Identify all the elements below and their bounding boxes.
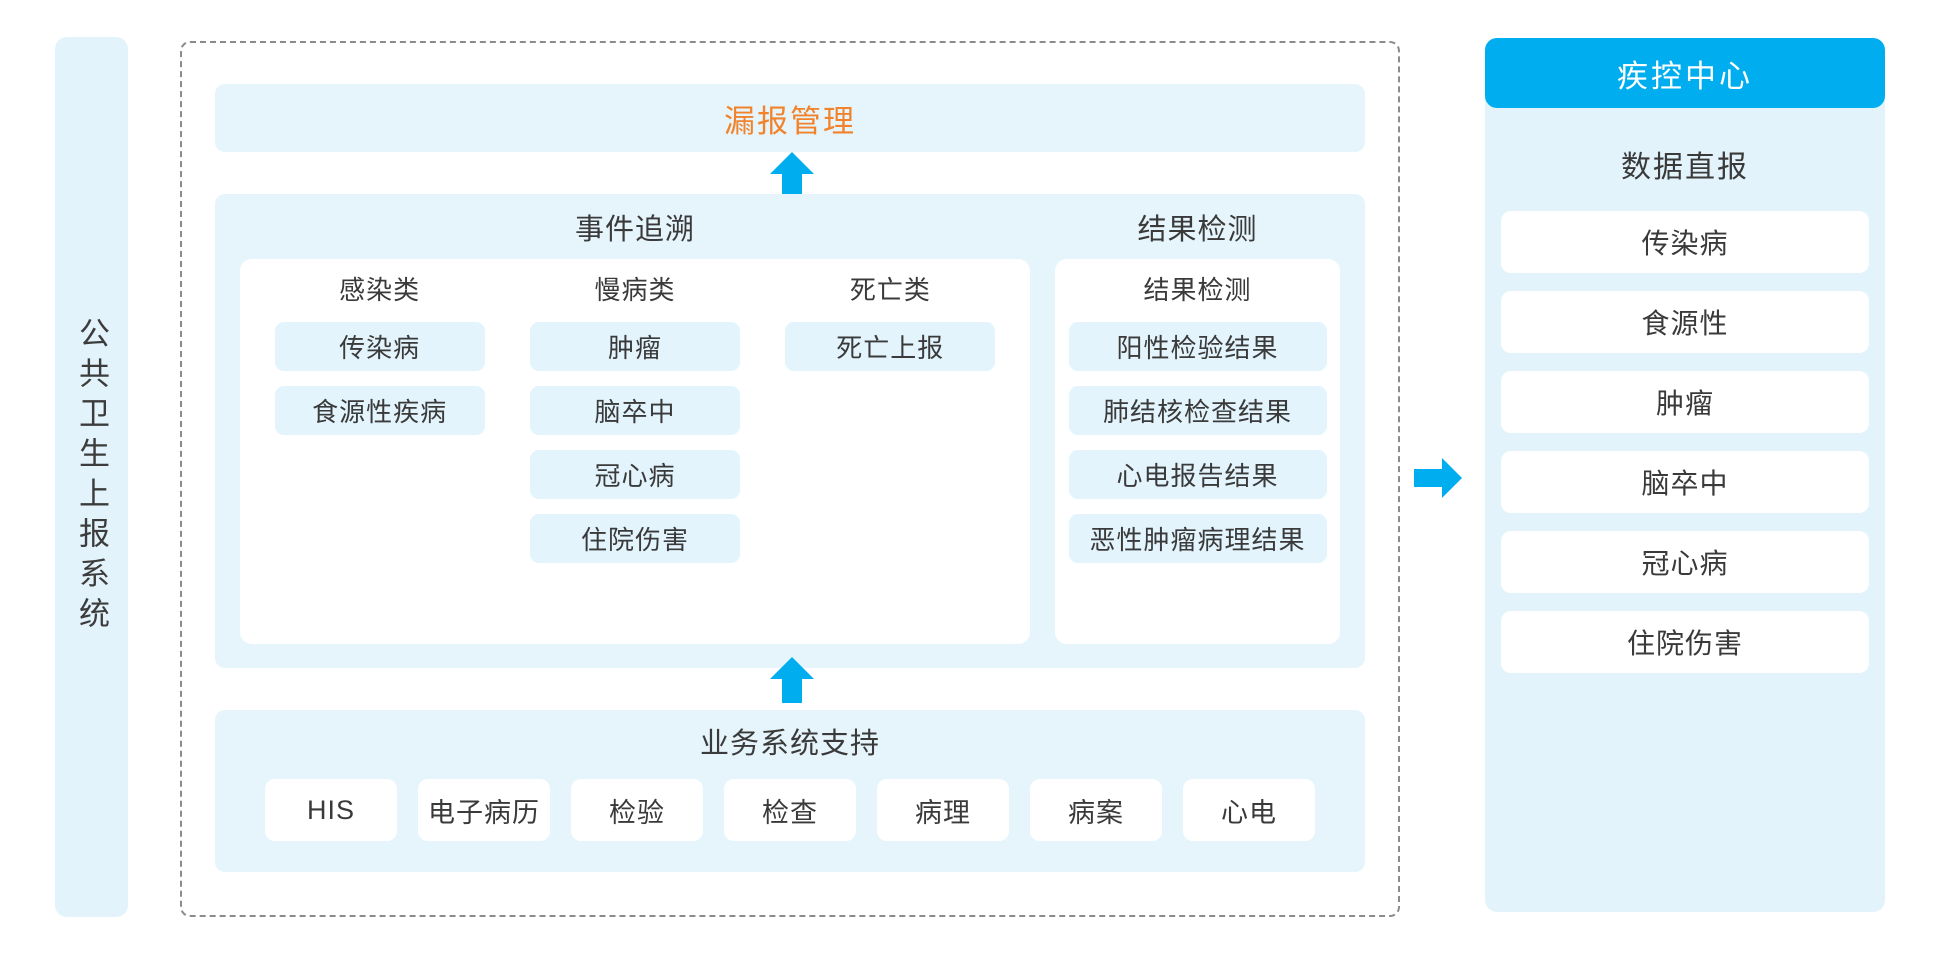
result-detection-title: 结果检测 <box>1137 214 1258 246</box>
chip-inpatient-injury[interactable]: 住院伤害 <box>529 514 740 563</box>
cdc-item-infectious-disease[interactable]: 传染病 <box>1501 211 1869 273</box>
system-chip-emr[interactable]: 电子病历 <box>418 779 550 841</box>
business-system-support-band: 业务系统支持 HIS 电子病历 检验 检查 病理 病案 心电 <box>215 710 1365 872</box>
result-detection-column-title: 结果检测 <box>1143 275 1252 305</box>
column-infection-title: 感染类 <box>339 275 421 305</box>
system-chip-pathology[interactable]: 病理 <box>877 779 1009 841</box>
arrow-right-to-cdc-icon <box>1412 456 1464 500</box>
column-death-title: 死亡类 <box>849 275 931 305</box>
column-infection: 感染类 传染病 食源性疾病 <box>252 277 507 632</box>
system-chip-medical-record[interactable]: 病案 <box>1030 779 1162 841</box>
arrow-up-to-missing-report-icon <box>768 150 816 198</box>
system-chip-ecg[interactable]: 心电 <box>1183 779 1315 841</box>
chip-ecg-report-result[interactable]: 心电报告结果 <box>1068 450 1327 499</box>
chip-infectious-disease[interactable]: 传染病 <box>274 322 485 371</box>
chip-death-report[interactable]: 死亡上报 <box>785 322 996 371</box>
chip-tuberculosis-exam-result[interactable]: 肺结核检查结果 <box>1068 386 1327 435</box>
cdc-panel-subtitle: 数据直报 <box>1621 151 1749 184</box>
hospital-scope-dashed-boundary <box>180 41 1400 917</box>
left-system-label: 公共卫生上报系统 <box>74 317 109 637</box>
column-death: 死亡类 死亡上报 <box>763 277 1018 632</box>
cdc-panel-header: 疾控中心 <box>1485 38 1885 108</box>
cdc-item-inpatient-injury[interactable]: 住院伤害 <box>1501 611 1869 673</box>
cdc-panel: 疾控中心 数据直报 传染病 食源性 肿瘤 脑卒中 冠心病 住院伤害 <box>1485 38 1885 912</box>
arrow-up-to-capabilities-icon <box>768 655 816 703</box>
middle-capabilities-band: 事件追溯 感染类 传染病 食源性疾病 慢病类 肿瘤 脑卒中 冠心病 住院伤害 <box>215 194 1365 668</box>
chip-positive-lab-result[interactable]: 阳性检验结果 <box>1068 322 1327 371</box>
left-system-panel: 公共卫生上报系统 <box>55 37 128 917</box>
cdc-item-foodborne[interactable]: 食源性 <box>1501 291 1869 353</box>
business-system-support-title: 业务系统支持 <box>699 728 880 760</box>
column-chronic: 慢病类 肿瘤 脑卒中 冠心病 住院伤害 <box>507 277 762 632</box>
business-system-list: HIS 电子病历 检验 检查 病理 病案 心电 <box>265 779 1315 841</box>
event-trace-card: 感染类 传染病 食源性疾病 慢病类 肿瘤 脑卒中 冠心病 住院伤害 死亡类 死亡… <box>240 259 1030 644</box>
cdc-item-stroke[interactable]: 脑卒中 <box>1501 451 1869 513</box>
chip-foodborne-disease[interactable]: 食源性疾病 <box>274 386 485 435</box>
chip-malignant-tumor-pathology-result[interactable]: 恶性肿瘤病理结果 <box>1068 514 1327 563</box>
event-trace-title: 事件追溯 <box>574 214 695 246</box>
result-detection-card: 结果检测 阳性检验结果 肺结核检查结果 心电报告结果 恶性肿瘤病理结果 <box>1055 259 1340 644</box>
chip-coronary-heart-disease[interactable]: 冠心病 <box>529 450 740 499</box>
system-chip-exam[interactable]: 检查 <box>724 779 856 841</box>
column-chronic-title: 慢病类 <box>594 275 676 305</box>
cdc-item-coronary-heart-disease[interactable]: 冠心病 <box>1501 531 1869 593</box>
cdc-item-tumor[interactable]: 肿瘤 <box>1501 371 1869 433</box>
missing-report-management-band: 漏报管理 <box>215 84 1365 152</box>
chip-stroke[interactable]: 脑卒中 <box>529 386 740 435</box>
event-trace-group: 事件追溯 感染类 传染病 食源性疾病 慢病类 肿瘤 脑卒中 冠心病 住院伤害 <box>240 216 1030 644</box>
result-detection-group: 结果检测 结果检测 阳性检验结果 肺结核检查结果 心电报告结果 恶性肿瘤病理结果 <box>1055 216 1340 644</box>
cdc-report-list: 传染病 食源性 肿瘤 脑卒中 冠心病 住院伤害 <box>1501 211 1869 673</box>
system-chip-lab[interactable]: 检验 <box>571 779 703 841</box>
chip-tumor[interactable]: 肿瘤 <box>529 322 740 371</box>
missing-report-management-title: 漏报管理 <box>724 103 856 139</box>
system-chip-his[interactable]: HIS <box>265 779 397 841</box>
